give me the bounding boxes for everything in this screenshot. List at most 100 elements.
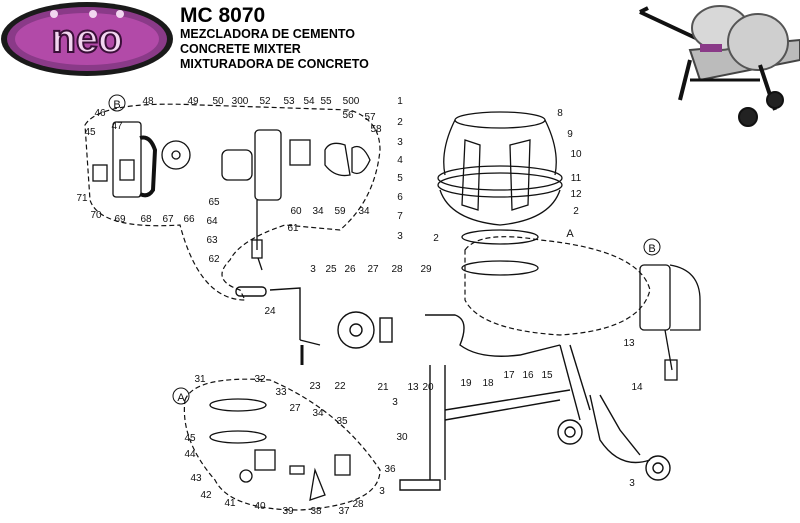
part-number-top-motor-11: 56 [342, 110, 354, 121]
callout-b-top: B [113, 99, 120, 111]
drum-assembly [437, 111, 563, 276]
part-number-top-motor-24: 62 [208, 254, 220, 265]
part-number-top-motor-12: 57 [364, 112, 376, 123]
part-number-lower-a-9: 42 [200, 490, 212, 501]
part-number-frame-6: 17 [503, 370, 515, 381]
part-number-lower-a-5: 35 [336, 416, 348, 427]
neo-logo: neo [1, 2, 173, 76]
part-number-drum-2: 3 [397, 137, 403, 148]
part-number-top-motor-28: 34 [358, 206, 370, 217]
part-number-lower-a-0: 31 [194, 374, 206, 385]
part-number-middle-9: 13 [623, 338, 635, 349]
part-number-frame-4: 19 [460, 378, 472, 389]
part-number-top-motor-1: 47 [111, 121, 123, 132]
part-number-middle-1: 25 [325, 264, 337, 275]
group-outlines [84, 103, 651, 511]
part-number-middle-10: 14 [631, 382, 643, 393]
crank-handle [235, 286, 561, 365]
part-number-middle-11: 3 [629, 478, 635, 489]
model-title: MC 8070 [180, 4, 266, 27]
part-number-top-motor-3: 49 [187, 96, 199, 107]
logo-text: neo [51, 17, 122, 61]
part-number-frame-7: 16 [522, 370, 534, 381]
callout-b-right: B [648, 243, 655, 255]
part-number-top-motor-29: 61 [287, 223, 299, 234]
part-number-top-motor-14: 45 [84, 127, 96, 138]
part-number-lower-a-1: 32 [254, 374, 266, 385]
part-number-top-motor-21: 65 [208, 197, 220, 208]
part-number-frame-3: 20 [422, 382, 434, 393]
part-number-frame-9: 30 [396, 432, 408, 443]
part-number-top-motor-19: 67 [162, 214, 174, 225]
part-number-frame-8: 15 [541, 370, 553, 381]
part-number-drum-6: 7 [397, 211, 403, 222]
part-number-frame-2: 13 [407, 382, 419, 393]
part-number-top-motor-4: 50 [212, 96, 224, 107]
part-number-frame-5: 18 [482, 378, 494, 389]
part-number-drum-12: 11 [571, 173, 582, 184]
part-number-lower-a-12: 39 [282, 506, 294, 517]
part-number-middle-0: 3 [310, 264, 316, 275]
part-number-top-motor-26: 34 [312, 206, 324, 217]
part-number-middle-8: 22 [334, 381, 346, 392]
part-number-top-motor-0: 46 [94, 108, 106, 119]
part-number-lower-a-15: 28 [352, 499, 364, 510]
part-number-lower-a-4: 34 [312, 408, 324, 419]
part-number-top-motor-2: 48 [142, 96, 154, 107]
title-line-en: CONCRETE MIXTER [180, 42, 301, 56]
part-number-lower-a-8: 43 [190, 473, 202, 484]
part-number-drum-11: 10 [570, 149, 582, 160]
part-number-drum-0: 1 [397, 96, 403, 107]
part-number-top-motor-23: 63 [206, 235, 218, 246]
part-number-drum-5: 6 [397, 192, 403, 203]
part-number-lower-a-13: 38 [310, 506, 322, 517]
part-number-top-motor-16: 70 [90, 210, 102, 221]
part-number-lower-a-11: 40 [254, 501, 266, 512]
part-number-top-motor-20: 66 [183, 214, 195, 225]
part-number-top-motor-25: 60 [290, 206, 302, 217]
part-number-lower-a-2: 33 [275, 387, 287, 398]
part-number-top-motor-8: 54 [303, 96, 315, 107]
part-number-drum-9: 8 [557, 108, 563, 119]
part-number-lower-a-3: 27 [289, 403, 301, 414]
part-number-middle-2: 26 [344, 264, 356, 275]
part-number-frame-1: 3 [392, 397, 398, 408]
part-number-lower-a-6: 45 [184, 433, 196, 444]
part-number-top-motor-13: 58 [370, 124, 382, 135]
part-number-middle-4: 28 [391, 264, 403, 275]
part-number-top-motor-5: 300 [232, 96, 249, 107]
part-number-lower-a-7: 44 [184, 449, 196, 460]
part-number-drum-7: 3 [397, 231, 403, 242]
part-number-lower-a-16: 3 [379, 486, 385, 497]
frame-assembly [399, 344, 671, 491]
part-number-lower-a-10: 41 [224, 498, 236, 509]
mixer-photo [639, 5, 800, 127]
part-number-drum-10: 9 [567, 129, 573, 140]
part-number-top-motor-10: 500 [343, 96, 360, 107]
part-number-top-motor-17: 69 [114, 214, 126, 225]
part-number-lower-a-17: 36 [384, 464, 396, 475]
group-a-parts [209, 398, 351, 501]
callout-a-drum: A [566, 228, 574, 240]
part-number-drum-14: 2 [573, 206, 579, 217]
part-number-top-motor-7: 53 [283, 96, 295, 107]
callout-markers: B A A B [108, 94, 661, 405]
motor-assembly [92, 121, 371, 271]
gear-cover [639, 264, 701, 381]
part-number-middle-5: 29 [420, 264, 432, 275]
title-line-pt: MIXTURADORA DE CONCRETO [180, 57, 369, 71]
part-number-top-motor-15: 71 [76, 193, 88, 204]
part-number-drum-3: 4 [397, 155, 403, 166]
part-number-drum-4: 5 [397, 173, 403, 184]
part-number-drum-8: 2 [433, 233, 439, 244]
part-number-middle-6: 24 [264, 306, 276, 317]
part-number-top-motor-18: 68 [140, 214, 152, 225]
part-number-frame-0: 21 [377, 382, 389, 393]
callout-a-lower: A [177, 392, 185, 404]
part-number-top-motor-6: 52 [259, 96, 271, 107]
part-number-lower-a-14: 37 [338, 506, 350, 517]
part-number-top-motor-22: 64 [206, 216, 218, 227]
